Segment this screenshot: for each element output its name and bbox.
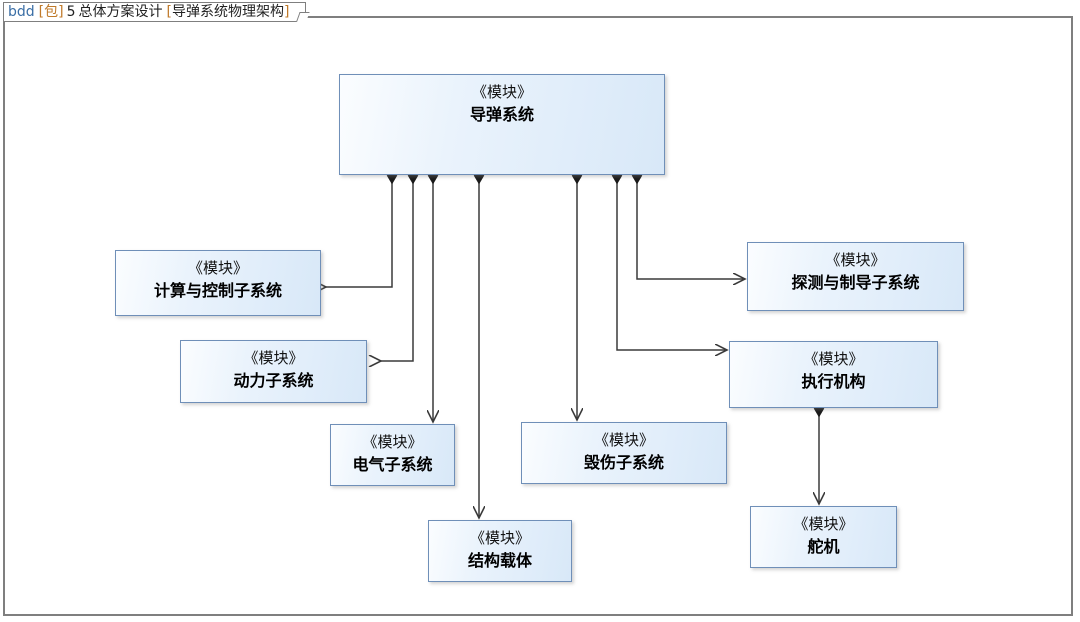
block-name: 导弹系统: [469, 104, 534, 124]
block-stereotype: 《模块》: [471, 83, 532, 101]
block-damage[interactable]: 《模块》 毁伤子系统: [521, 422, 727, 484]
package-name: 总体方案设计: [78, 4, 163, 20]
block-detection-guidance[interactable]: 《模块》 探测与制导子系统: [747, 242, 964, 311]
block-name: 舵机: [807, 536, 840, 556]
block-structural-carrier[interactable]: 《模块》 结构载体: [428, 520, 572, 582]
block-name: 结构载体: [467, 550, 532, 570]
package-bracket-open: [: [38, 4, 45, 20]
block-stereotype: 《模块》: [825, 251, 886, 269]
block-computation-control[interactable]: 《模块》 计算与控制子系统: [115, 250, 321, 316]
block-stereotype: 《模块》: [593, 431, 654, 449]
block-name: 动力子系统: [233, 370, 314, 390]
block-name: 毁伤子系统: [583, 452, 664, 472]
block-propulsion[interactable]: 《模块》 动力子系统: [180, 340, 367, 403]
diagram-bracket-open: [: [166, 4, 172, 20]
diagram-number: 5: [66, 4, 76, 20]
block-actuator[interactable]: 《模块》 执行机构: [729, 341, 938, 408]
diagram-bracket-close: ]: [284, 4, 290, 20]
block-name: 计算与控制子系统: [153, 280, 282, 300]
package-bracket-close: ]: [58, 4, 64, 20]
block-stereotype: 《模块》: [793, 515, 854, 533]
package-label: 包: [44, 4, 59, 20]
block-stereotype: 《模块》: [187, 259, 248, 277]
block-stereotype: 《模块》: [469, 529, 530, 547]
block-stereotype: 《模块》: [803, 350, 864, 368]
block-stereotype: 《模块》: [362, 433, 423, 451]
block-stereotype: 《模块》: [243, 349, 304, 367]
block-missile-system[interactable]: 《模块》 导弹系统: [339, 74, 665, 175]
block-name: 执行机构: [801, 371, 866, 391]
block-electrical[interactable]: 《模块》 电气子系统: [330, 424, 455, 486]
block-name: 电气子系统: [352, 454, 433, 474]
block-name: 探测与制导子系统: [791, 272, 920, 292]
block-servo[interactable]: 《模块》 舵机: [750, 506, 897, 568]
diagram-kind: bdd: [8, 4, 35, 20]
diagram-name: 导弹系统物理架构: [172, 4, 284, 20]
